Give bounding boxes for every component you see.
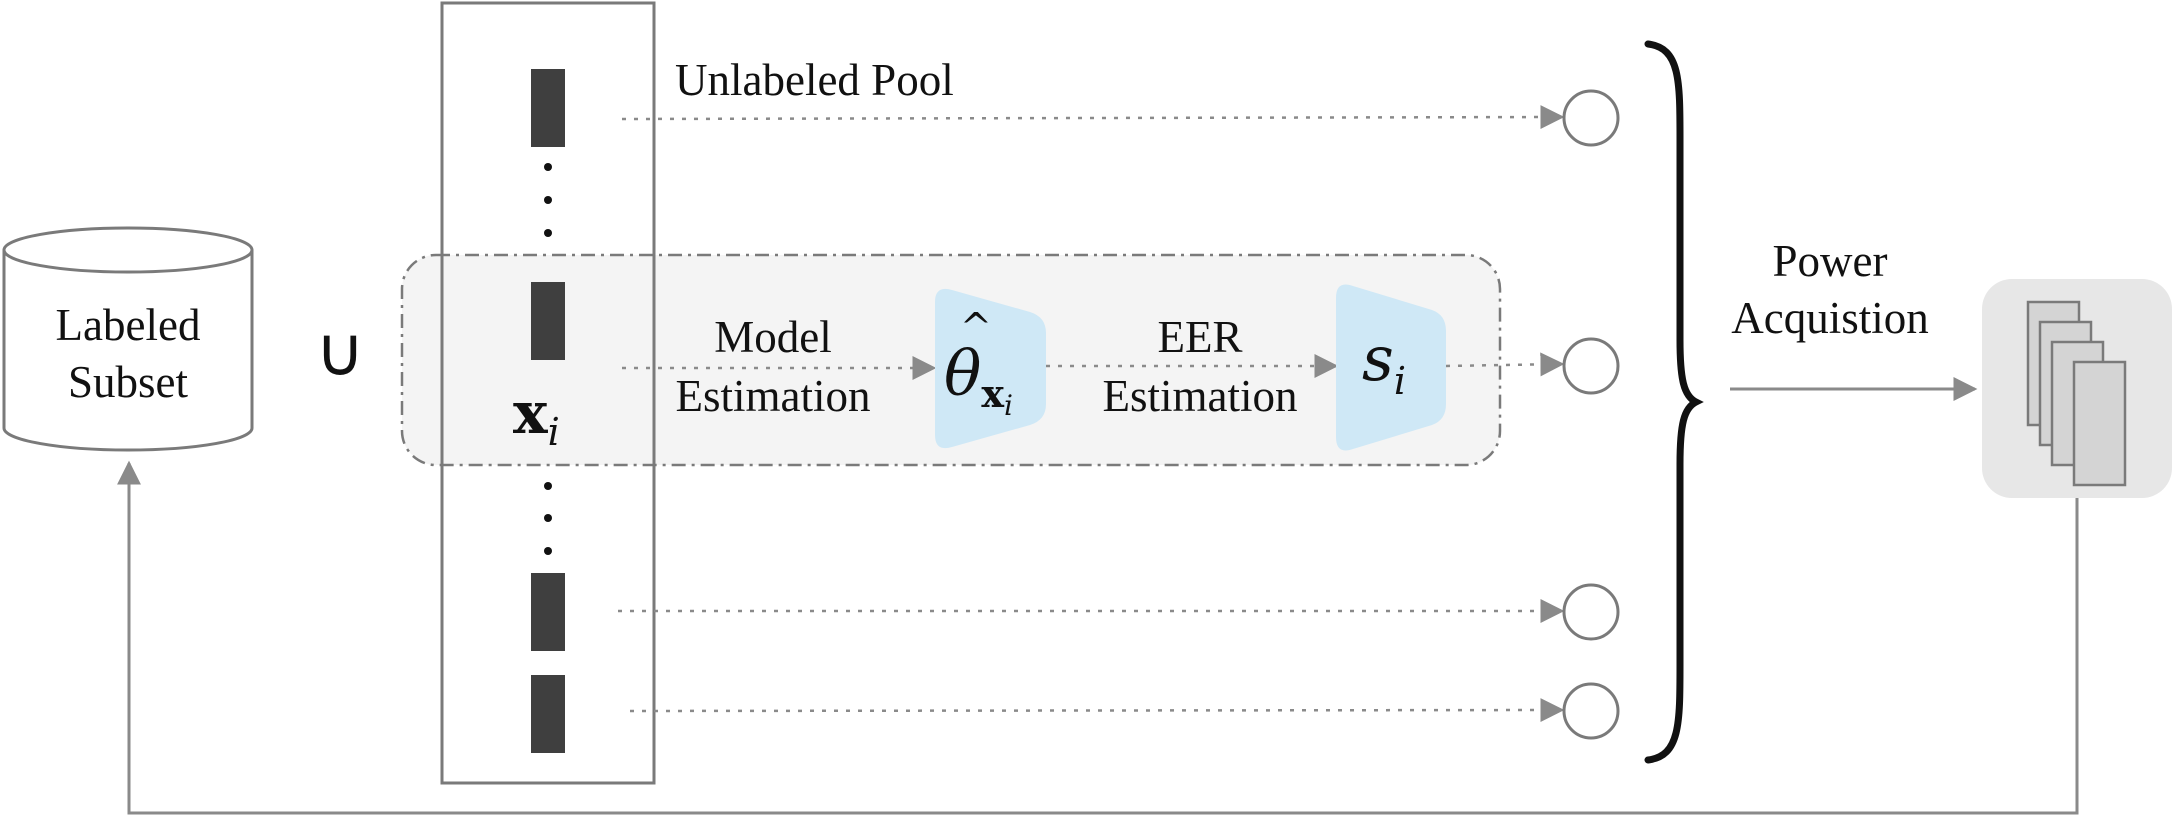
- model-estimation-label-line2: Estimation: [676, 371, 871, 421]
- sample-bar-xi: [531, 282, 565, 360]
- arrow-top-to-score: [621, 105, 1565, 130]
- theta-label: θxi: [944, 337, 1013, 422]
- theta-model-block: [935, 288, 1046, 449]
- si-score-block: [1336, 284, 1446, 451]
- power-acquisition-label-line1: Power: [1773, 236, 1888, 286]
- selected-pages-stack-icon: [2026, 300, 2127, 487]
- sample-xi-label: xi: [513, 379, 560, 454]
- unlabeled-pool-column: [440, 1, 656, 785]
- labeled-subset-label-line1: Labeled: [56, 300, 201, 350]
- score-circle-top: [1562, 89, 1620, 147]
- ellipsis-dots-upper: [544, 163, 552, 237]
- sample-bar-lower: [531, 573, 565, 651]
- si-label: si: [1362, 322, 1406, 403]
- labeled-subset-cylinder: [2, 226, 254, 452]
- theta-hat-accent: ^: [960, 305, 992, 349]
- eer-estimation-label-line1: EER: [1158, 312, 1243, 362]
- arrow-bottom-to-score: [629, 698, 1565, 723]
- unlabeled-pool-label: Unlabeled Pool: [675, 55, 954, 105]
- eer-estimation-label-line2: Estimation: [1103, 371, 1298, 421]
- score-circle-bottom: [1562, 682, 1620, 740]
- sample-bar-bottom: [531, 675, 565, 753]
- ellipsis-dots-lower: [544, 482, 552, 555]
- power-acquisition-label-line2: Acquistion: [1731, 293, 1929, 343]
- union-symbol: ∪: [315, 313, 365, 392]
- model-estimation-label-line1: Model: [714, 312, 832, 362]
- arrow-si-to-score: [1445, 352, 1565, 377]
- score-circle-lower: [1562, 583, 1620, 641]
- score-circle-xi: [1562, 337, 1620, 395]
- aggregation-brace: [1644, 40, 1704, 764]
- labeled-subset-label-line2: Subset: [68, 357, 189, 407]
- feedback-loop-arrow: [117, 460, 2079, 815]
- sample-bar-top: [531, 69, 565, 147]
